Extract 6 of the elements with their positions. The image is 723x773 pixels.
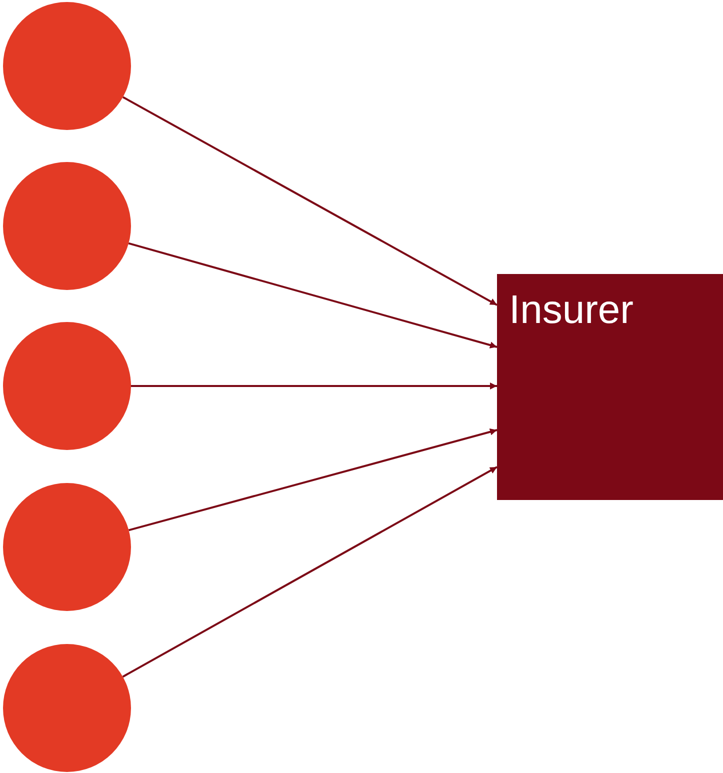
arrow — [128, 242, 498, 348]
arrow — [131, 382, 497, 390]
arrow — [128, 428, 498, 532]
arrow — [122, 96, 498, 306]
entity-box — [497, 274, 723, 500]
box-label: Insurer — [509, 288, 634, 332]
